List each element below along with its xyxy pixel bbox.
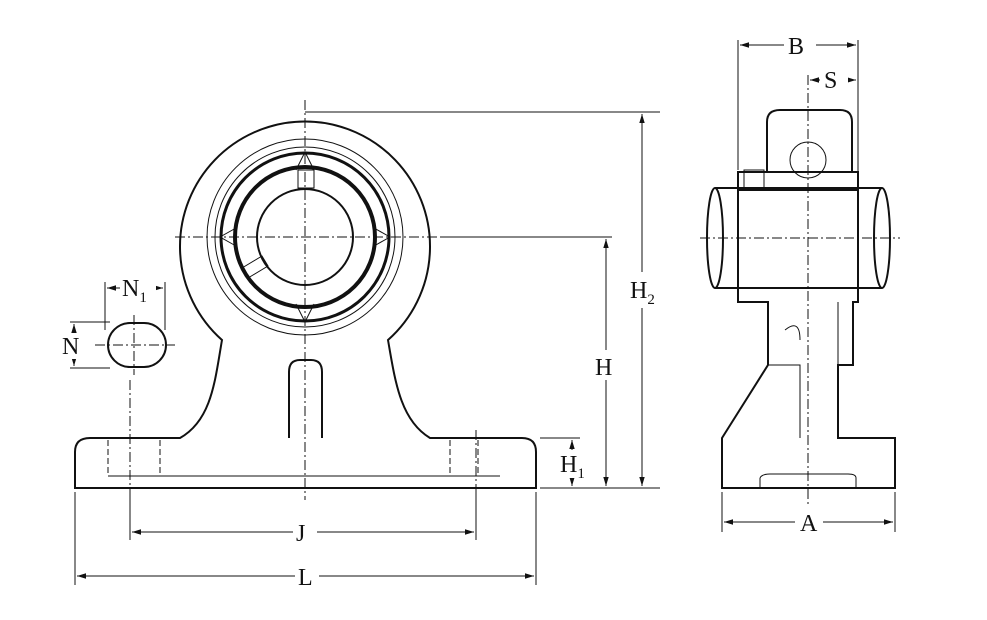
collar: [737, 171, 859, 191]
dim-label-H1: H1: [560, 452, 585, 482]
insert-top: [766, 109, 853, 172]
housing-outline: [74, 120, 537, 489]
set-screw-icon-2: [241, 255, 269, 279]
side-housing: [721, 190, 896, 489]
dim-label-H2: H2: [630, 278, 655, 308]
dim-label-N: N: [62, 334, 79, 360]
dimensions: B S H2 H H1 A J L N1 N: [60, 32, 896, 591]
dim-label-J: J: [296, 521, 305, 547]
dim-label-L: L: [298, 565, 313, 591]
shaft: [715, 187, 882, 289]
dim-label-A: A: [800, 511, 818, 537]
front-view: [74, 100, 537, 540]
dim-label-N1: N1: [122, 276, 147, 306]
dim-label-B: B: [788, 34, 804, 60]
dim-label-H: H: [595, 355, 612, 381]
side-set-screw-icon: [743, 169, 765, 191]
dim-label-S: S: [824, 68, 837, 94]
side-view: [700, 75, 900, 505]
set-screw-icon: [297, 169, 315, 189]
